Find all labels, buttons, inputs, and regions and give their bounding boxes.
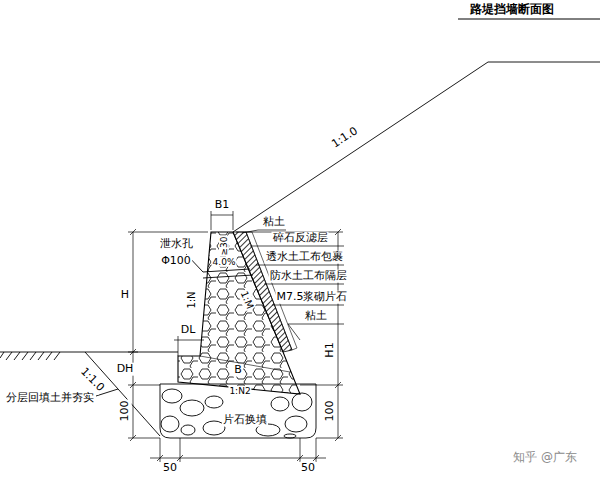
dimension-label: 50: [162, 462, 178, 475]
dimension-label: H: [120, 289, 130, 302]
slope-ratio: 4.0%: [212, 257, 237, 267]
slope-ratio: 1:1.0: [329, 124, 361, 151]
material-label: 片石换填: [222, 414, 268, 427]
dimension-label: H1: [324, 341, 337, 358]
dimension-label: B: [233, 364, 243, 377]
material-label: 粘土: [304, 310, 328, 323]
dimension-label: ≥30: [219, 236, 229, 257]
ground-line: [0, 352, 178, 436]
slope-ratio: 1:1.0: [77, 365, 107, 395]
leader-lines: [242, 230, 344, 340]
dimension-lines: [128, 211, 343, 462]
material-label: 防水土工布隔层: [269, 270, 348, 283]
dimension-label: 100: [324, 400, 337, 423]
title-underline: [458, 19, 600, 20]
slope-ratio: 1:N2: [228, 386, 251, 396]
material-label: 碎石反滤层: [272, 232, 329, 245]
material-label: 透水土工布包裹: [265, 251, 344, 264]
dimension-label: DH: [116, 363, 135, 376]
part-label: 泄水孔: [159, 238, 194, 251]
slope-ratio: 1:N: [186, 290, 198, 309]
watermark: 知乎 @广东: [512, 451, 578, 465]
dimension-label: B1: [214, 199, 231, 212]
dimension-label: 100: [119, 400, 132, 423]
dimension-label: DL: [180, 324, 197, 337]
dimension-label: 50: [300, 462, 316, 475]
slope-line: [233, 62, 600, 232]
drawing-title: 路堤挡墙断面图: [470, 1, 554, 18]
drain-pipe: [186, 254, 253, 278]
part-label: Φ100: [160, 255, 192, 268]
material-label: M7.5浆砌片石: [276, 291, 349, 304]
note-label: 分层回填土并夯实: [5, 392, 95, 405]
material-label: 粘土: [262, 216, 286, 229]
